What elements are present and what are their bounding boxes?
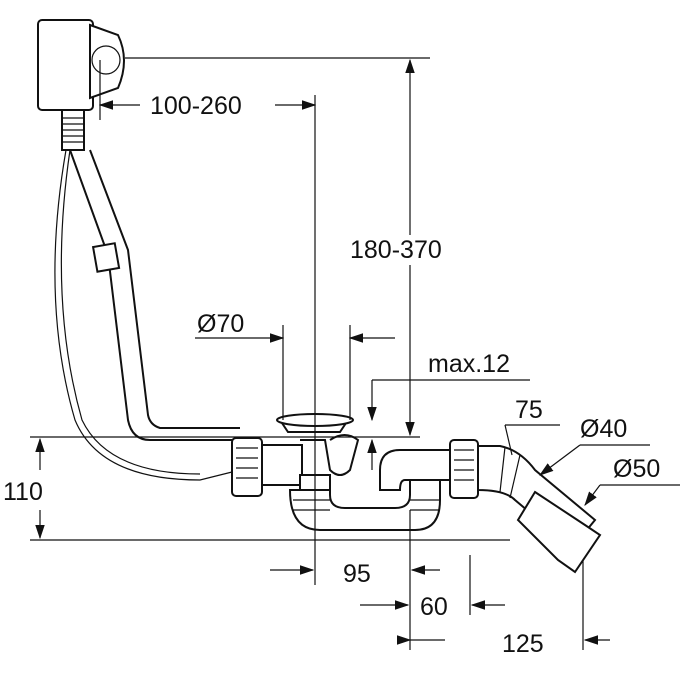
label-overflow-height: 180-370 [350,236,442,264]
label-bend-length: 75 [515,396,543,424]
label-outlet-reach: 125 [502,630,544,658]
label-max-thickness: max.12 [428,350,510,378]
outlet-bend [477,445,602,574]
label-waste-diameter: Ø70 [197,310,244,338]
overflow-pipe [54,149,241,481]
label-outlet-offset: 60 [420,593,448,621]
label-trap-offset: 95 [343,560,371,588]
label-overflow-offset: 100-260 [150,92,242,120]
label-outlet-diameter-large: Ø50 [613,455,660,483]
dimension-lines [30,57,680,650]
waste-trap [231,413,479,531]
overflow-head [37,19,125,151]
label-trap-height: 110 [3,478,43,506]
label-outlet-diameter-small: Ø40 [580,415,627,443]
